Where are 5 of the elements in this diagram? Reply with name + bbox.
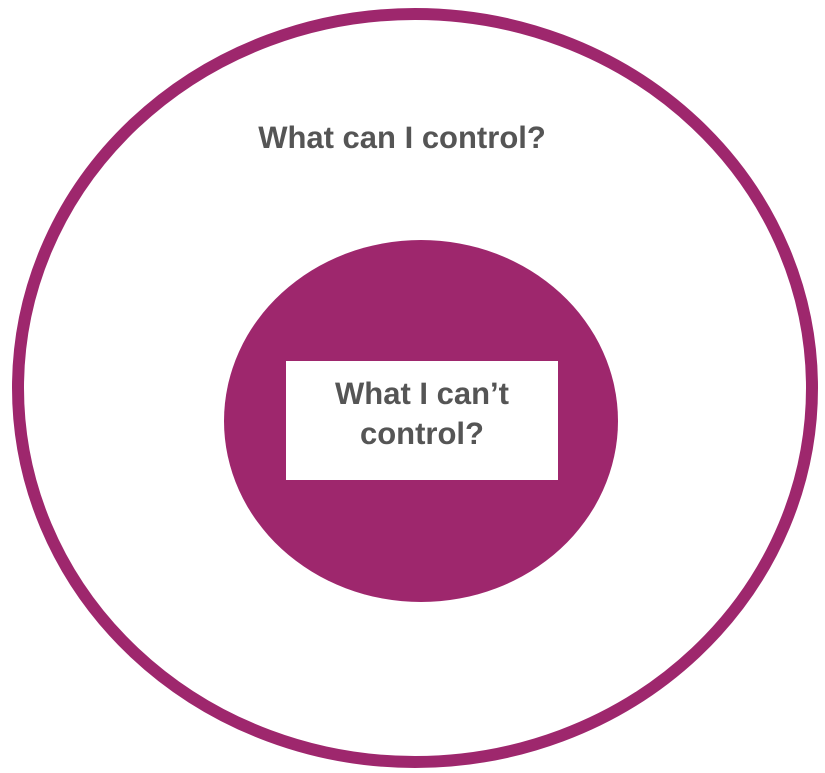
label-box [286,361,558,480]
label-text: What I can’t control? [334,375,510,454]
outer-circle [12,8,818,768]
label-text: What can I control? [257,119,547,157]
inner-circle [224,240,618,602]
